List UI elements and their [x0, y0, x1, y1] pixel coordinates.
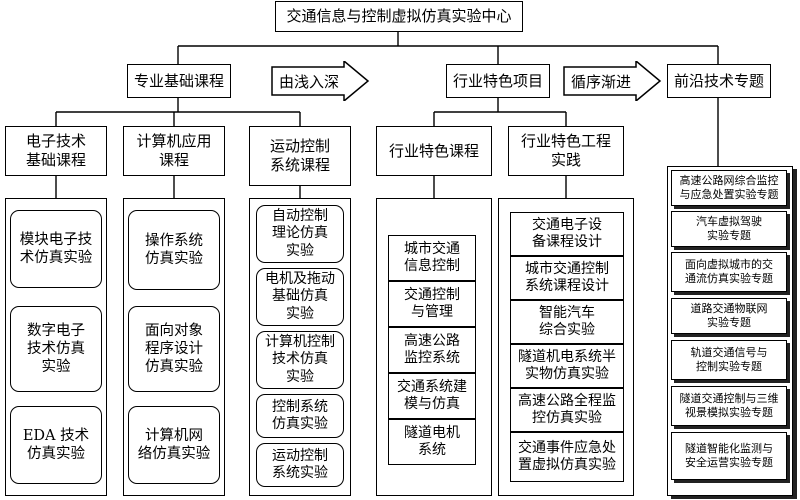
list-item: 隧道智能化监测与 安全运营实验专题: [671, 432, 787, 480]
list-item: 计算机网 络仿真实验: [128, 406, 220, 484]
list-item: 道路交通物联网 实验专题: [671, 298, 787, 334]
group-title-engineering-practice: 行业特色工程 实践: [508, 126, 624, 176]
group-title-industry-courses: 行业特色课程: [376, 126, 492, 176]
list-item: 交通系统建 模与仿真: [388, 373, 476, 419]
list-item: 模块电子技 术仿真实验: [10, 210, 102, 288]
list-item: 面向虚拟城市的交 通流仿真实验专题: [671, 252, 787, 292]
list-item: 数字电子 技术仿真 实验: [10, 306, 102, 392]
list-item: 高速公路网综合监控 与应急处置实验专题: [671, 170, 787, 206]
list-item: 城市交通 信息控制: [388, 235, 476, 281]
list-item: 交通电子设 备课程设计: [510, 212, 624, 256]
arrow-label-step-by-step: 循序渐进: [570, 72, 631, 91]
list-item: 计算机控制 技术仿真 实验: [256, 331, 344, 389]
list-item: 隧道交通控制与三维 视景模拟实验专题: [671, 386, 787, 426]
group-title-computer: 计算机应用 课程: [123, 126, 225, 176]
list-item: 交通事件应急处 置虚拟仿真实验: [510, 432, 624, 482]
list-item: 运动控制 系统实验: [256, 443, 344, 487]
list-item: 高速公路 监控系统: [388, 327, 476, 373]
list-item: 汽车虚拟驾驶 实验专题: [671, 211, 787, 247]
list-item: 自动控制 理论仿真 实验: [256, 205, 344, 263]
list-item: EDA 技术 仿真实验: [10, 406, 102, 484]
arrow-label-shallow-to-deep: 由浅入深: [278, 72, 339, 91]
header-industry-projects: 行业特色项目: [446, 64, 550, 98]
arrow-step-by-step: [563, 61, 662, 101]
list-item: 智能汽车 综合实验: [510, 300, 624, 344]
list-item: 城市交通控制 系统课程设计: [510, 256, 624, 300]
list-item: 面向对象 程序设计 仿真实验: [128, 306, 220, 392]
group-title-motion-control: 运动控制 系统课程: [249, 126, 351, 186]
list-item: 控制系统 仿真实验: [256, 394, 344, 438]
list-item: 高速公路全程监 控仿真实验: [510, 388, 624, 432]
list-item: 隧道机电系统半 实物仿真实验: [510, 344, 624, 388]
page-title: 交通信息与控制虚拟仿真实验中心: [275, 1, 523, 32]
list-item: 交通控制 与管理: [388, 281, 476, 327]
list-item: 轨道交通信号与 控制实验专题: [671, 340, 787, 380]
header-frontier-topics: 前沿技术专题: [667, 64, 771, 98]
arrow-shallow-to-deep: [271, 61, 370, 101]
list-item: 隧道电机 系统: [388, 419, 476, 465]
list-item: 电机及拖动 基础仿真 实验: [256, 268, 344, 326]
header-basic-courses: 专业基础课程: [127, 64, 231, 98]
list-item: 操作系统 仿真实验: [128, 210, 220, 290]
group-title-electronics: 电子技术 基础课程: [5, 126, 107, 176]
